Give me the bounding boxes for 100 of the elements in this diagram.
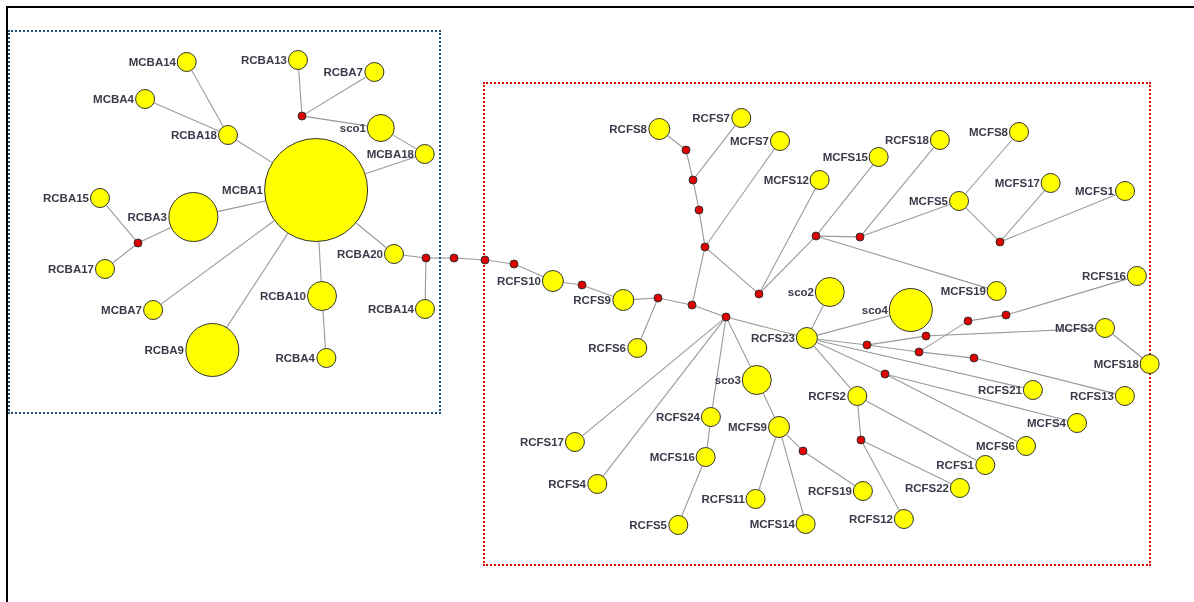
connector-line — [585, 285, 614, 297]
connector-line — [403, 254, 423, 259]
connector-line — [929, 327, 1096, 337]
connector-line — [392, 134, 417, 150]
connector-line — [870, 336, 923, 345]
haplotype-label: MCFS8 — [969, 125, 1008, 139]
connector-line — [235, 139, 273, 163]
haplotype-label: RCFS7 — [692, 111, 730, 125]
connector-line — [857, 405, 862, 437]
connector-line — [865, 400, 977, 461]
median-vector-dot — [963, 316, 973, 326]
connector-line — [817, 338, 864, 346]
median-vector-dot — [421, 253, 431, 263]
median-vector-dot — [921, 331, 931, 341]
median-vector-dot — [480, 255, 490, 265]
haplotype-label: MCFS1 — [1075, 184, 1114, 198]
connector-line — [216, 200, 266, 213]
haplotype-label: RCBA17 — [48, 262, 94, 276]
connector-line — [661, 298, 689, 305]
connector-line — [1003, 194, 1117, 242]
haplotype-label: RCFS13 — [1069, 389, 1114, 403]
median-vector-dot — [798, 446, 808, 456]
connector-line — [707, 249, 757, 292]
median-vector-dot — [754, 289, 764, 299]
median-vector-dot — [856, 435, 866, 445]
haplotype-label: RCFS17 — [519, 435, 564, 449]
connector-line — [160, 220, 275, 305]
connector-line — [693, 183, 699, 207]
connector-line — [758, 436, 777, 491]
haplotype-label: sco1 — [339, 121, 366, 135]
median-vector-dot — [1001, 310, 1011, 320]
haplotype-label: sco4 — [861, 303, 888, 317]
connector-line — [105, 205, 136, 241]
median-vector-dot — [862, 340, 872, 350]
connector-line — [141, 227, 171, 242]
connector-line — [864, 441, 952, 485]
median-vector-dot — [995, 237, 1005, 247]
connector-line — [921, 322, 966, 351]
connector-line — [819, 235, 857, 238]
connector-line — [706, 426, 711, 448]
connector-line — [863, 203, 951, 237]
median-vector-dot — [914, 347, 924, 357]
haplotype-label: MCFS18 — [1093, 357, 1139, 371]
haplotype-label: sco2 — [787, 285, 814, 299]
haplotype-label: RCFS19 — [807, 484, 852, 498]
haplotype-label: MCFS4 — [1027, 416, 1066, 430]
connector-line — [965, 138, 1013, 195]
median-vector-dot — [694, 205, 704, 215]
connector-line — [965, 207, 998, 240]
connector-line — [971, 315, 1003, 321]
connector-line — [706, 148, 775, 245]
median-vector-dot — [880, 369, 890, 379]
connector-line — [692, 250, 705, 302]
connector-line — [640, 301, 658, 340]
haplotype-label: RCBA18 — [171, 128, 217, 142]
haplotype-label: MCBA1 — [222, 183, 263, 197]
group-frame — [483, 82, 1151, 566]
haplotype-label: RCFS10 — [496, 274, 541, 288]
haplotype-label: RCFS8 — [609, 122, 647, 136]
median-vector-dot — [509, 259, 519, 269]
haplotype-label: RCFS18 — [884, 133, 929, 147]
connector-line — [711, 320, 726, 408]
haplotype-label: MCFS16 — [649, 450, 695, 464]
connector-line — [226, 233, 289, 328]
median-vector-dot — [811, 231, 821, 241]
median-vector-dot — [688, 175, 698, 185]
connector-line — [318, 241, 322, 282]
haplotype-label: sco3 — [714, 373, 741, 387]
connector-line — [888, 375, 1018, 443]
haplotype-label: RCFS9 — [573, 293, 611, 307]
connector-line — [819, 236, 988, 289]
connector-line — [1112, 333, 1143, 359]
haplotype-label: MCBA14 — [128, 55, 176, 69]
median-vector-dot — [133, 238, 143, 248]
connector-line — [922, 351, 971, 359]
connector-line — [191, 70, 224, 127]
connector-line — [304, 76, 367, 115]
haplotype-label: MCFS9 — [728, 420, 767, 434]
connector-line — [488, 259, 511, 265]
haplotype-label: RCFS1 — [936, 458, 974, 472]
connector-line — [681, 465, 703, 517]
connector-line — [424, 261, 427, 300]
median-vector-dot — [969, 353, 979, 363]
connector-line — [816, 342, 882, 373]
haplotype-label: RCFS12 — [848, 512, 893, 526]
connector-line — [1002, 190, 1046, 240]
connector-line — [695, 305, 723, 317]
haplotype-label: MCFS14 — [749, 517, 795, 531]
connector-line — [112, 244, 136, 264]
connector-line — [762, 393, 775, 418]
haplotype-label: MCFS17 — [994, 176, 1040, 190]
haplotype-label: RCFS4 — [548, 477, 586, 491]
connector-line — [633, 297, 655, 300]
median-vector-dot — [449, 253, 459, 263]
median-vector-dot — [855, 232, 865, 242]
connector-line — [322, 310, 326, 349]
connector-line — [602, 319, 725, 477]
haplotype-label: RCFS23 — [750, 331, 795, 345]
connector-line — [517, 265, 544, 278]
connector-line — [298, 69, 303, 113]
